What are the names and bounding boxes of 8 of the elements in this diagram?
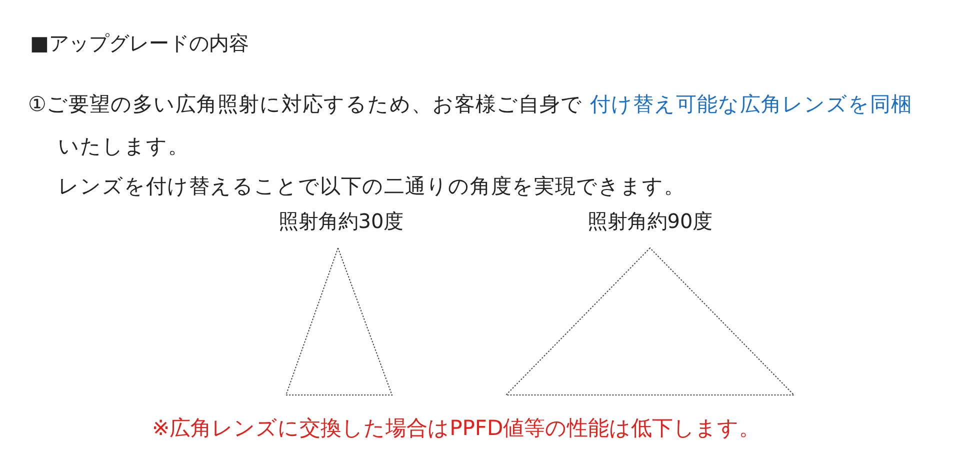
angle-label: 照射角約30度 (277, 208, 405, 235)
text-line: ①ご要望の多い広角照射に対応するため、お客様ご自身で (28, 91, 582, 118)
text-line: レンズを付け替えることで以下の二通りの角度を実現できます。 (58, 173, 685, 200)
text-line: ※広角レンズに交換した場合はPPFD値等の性能は低下します。 (152, 415, 760, 442)
heading: ■アップグレードの内容 (30, 30, 249, 57)
text-line: いたします。 (58, 133, 189, 160)
text-line: 付け替え可能な広角レンズを同梱 (590, 91, 912, 118)
angle-label: 照射角約90度 (586, 208, 714, 235)
